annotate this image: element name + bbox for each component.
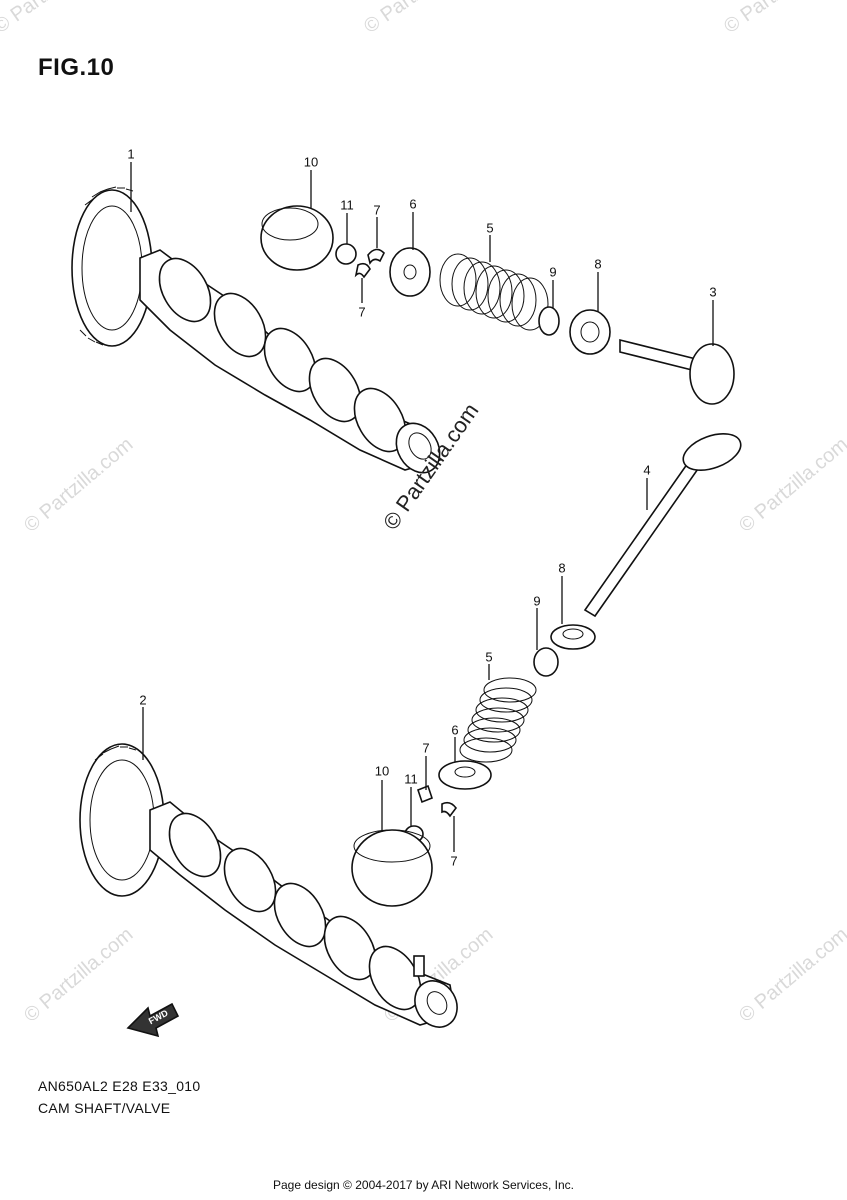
- tappet-lower: [351, 829, 433, 907]
- spring-seat-lower: [550, 624, 596, 650]
- callout-part-2: 2: [139, 692, 147, 708]
- callout-part-8: 8: [558, 560, 566, 576]
- spring-retainer-upper: [389, 247, 431, 297]
- spring-seat-upper: [569, 309, 611, 355]
- callout-part-1: 1: [127, 146, 135, 162]
- cotter-upper: [354, 248, 385, 279]
- callout-part-7: 7: [373, 202, 381, 218]
- callout-part-9: 9: [549, 264, 557, 280]
- tappet-upper: [260, 205, 334, 271]
- callout-part-10: 10: [303, 154, 319, 170]
- valve-lower: [583, 432, 742, 618]
- shim-upper: [335, 243, 357, 265]
- callout-part-7: 7: [450, 853, 458, 869]
- callout-part-3: 3: [709, 284, 717, 300]
- stem-seal-lower: [533, 647, 559, 677]
- camshaft-lower: [79, 743, 458, 1028]
- diagram-caption: CAM SHAFT/VALVE: [38, 1100, 171, 1116]
- callout-part-5: 5: [485, 649, 493, 665]
- callout-part-11: 11: [340, 197, 354, 213]
- cotter-lower: [417, 784, 458, 818]
- callout-part-7: 7: [358, 304, 366, 320]
- callout-part-11: 11: [404, 771, 418, 787]
- valve-spring-lower: [459, 677, 537, 763]
- camshaft-upper: [71, 186, 442, 474]
- stem-seal-upper: [538, 306, 560, 336]
- diagram-code: AN650AL2 E28 E33_010: [38, 1078, 201, 1094]
- callout-part-5: 5: [486, 220, 494, 236]
- callout-part-4: 4: [643, 462, 651, 478]
- callout-part-6: 6: [451, 722, 459, 738]
- valve-upper: [619, 338, 735, 405]
- figure-label: FIG.10: [38, 54, 115, 81]
- spring-retainer-lower: [438, 760, 492, 790]
- callout-part-7: 7: [422, 740, 430, 756]
- callout-part-8: 8: [594, 256, 602, 272]
- leader-lines: [130, 162, 714, 852]
- callout-part-6: 6: [409, 196, 417, 212]
- fwd-arrow: [126, 1002, 180, 1038]
- callout-part-9: 9: [533, 593, 541, 609]
- valve-spring-upper: [439, 253, 549, 331]
- page-footer: Page design © 2004-2017 by ARI Network S…: [272, 1178, 574, 1192]
- callout-part-10: 10: [374, 763, 390, 779]
